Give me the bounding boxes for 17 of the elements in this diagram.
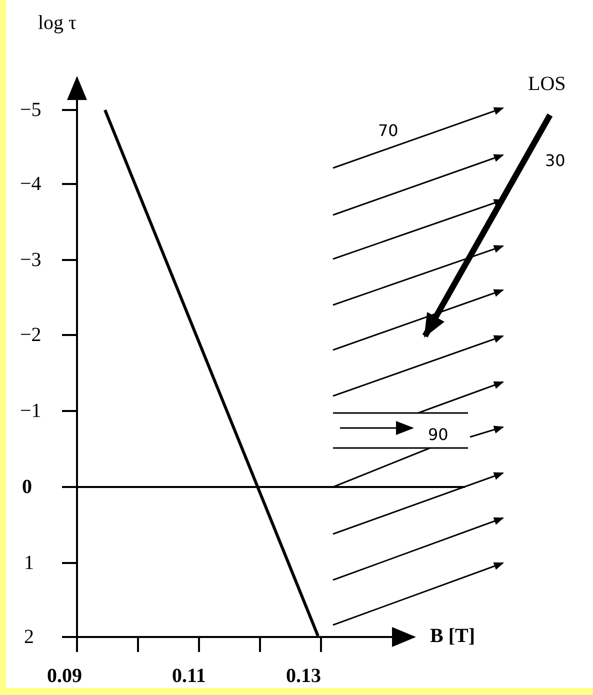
axis-title: B [T] — [430, 625, 475, 647]
tick-label: 1 — [24, 552, 34, 574]
tick-label: 0.11 — [172, 665, 206, 687]
tick-label: 0.09 — [47, 665, 82, 687]
axis-title: log τ — [38, 12, 77, 34]
tick-label: −3 — [20, 249, 42, 271]
angle-label: 90 — [428, 424, 448, 446]
tick-label: 0.13 — [286, 665, 321, 687]
angle-label: 70 — [378, 120, 398, 142]
tick-label: −1 — [20, 400, 42, 422]
tick-label: 0 — [22, 476, 32, 498]
los-label: LOS — [528, 73, 566, 95]
tick-label: −4 — [20, 173, 42, 195]
angle-label: 30 — [545, 150, 566, 172]
tick-label: −5 — [20, 99, 42, 121]
tick-label: 2 — [24, 626, 34, 648]
tick-label: −2 — [20, 324, 42, 346]
